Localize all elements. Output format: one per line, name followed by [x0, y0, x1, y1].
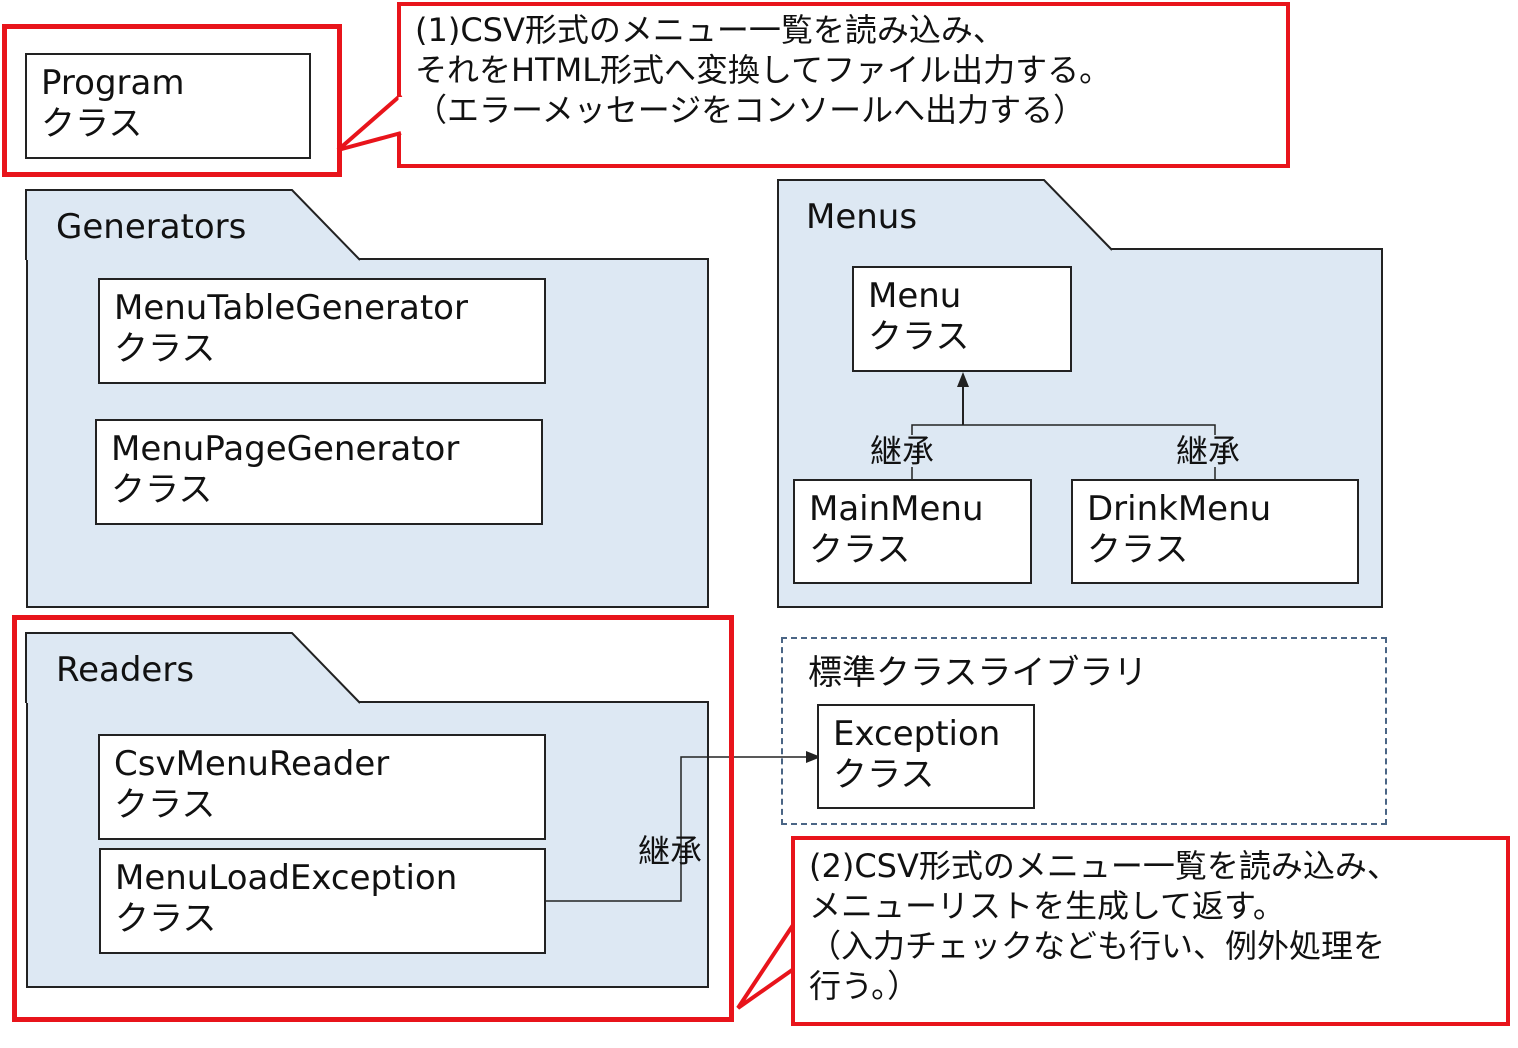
class-kind: クラス — [115, 899, 217, 939]
class-kind: クラス — [111, 470, 213, 510]
menus-package-label: Menus — [806, 197, 918, 237]
program-callout: (1)CSV形式のメニュー一覧を読み込み、 それをHTML形式へ変換してファイル… — [397, 2, 1290, 168]
csvmenureader-class: CsvMenuReader クラス — [98, 734, 546, 840]
program-class-kind: クラス — [41, 104, 143, 144]
class-name: Exception — [833, 714, 1001, 754]
program-class: Program クラス — [25, 53, 311, 159]
readers-package-tab — [25, 632, 361, 704]
class-name: MenuLoadException — [115, 858, 458, 898]
standard-library-label: 標準クラスライブラリ — [808, 653, 1148, 693]
menutablegenerator-class: MenuTableGenerator クラス — [98, 278, 546, 384]
mainmenu-class: MainMenu クラス — [793, 479, 1032, 584]
mainmenu-inherit-connector — [911, 424, 1216, 481]
generators-package-label: Generators — [56, 207, 247, 247]
menupagegenerator-class: MenuPageGenerator クラス — [95, 419, 543, 525]
generators-package-tab — [25, 189, 361, 261]
exception-class: Exception クラス — [817, 704, 1035, 809]
class-name: CsvMenuReader — [114, 744, 390, 784]
standard-library-frame — [781, 637, 1387, 825]
class-kind: クラス — [114, 329, 216, 369]
class-name: MenuPageGenerator — [111, 429, 460, 469]
readers-callout-pointer — [736, 920, 797, 1010]
program-highlight-frame — [2, 24, 342, 177]
class-name: Menu — [868, 276, 962, 316]
mainmenu-inherit-label: 継承 — [870, 432, 935, 470]
exception-inherit-arrowhead — [806, 751, 821, 763]
exception-inherit-label: 継承 — [638, 832, 703, 870]
readers-callout-line-2: メニューリストを生成して返す。 — [809, 887, 1285, 925]
class-name: MainMenu — [809, 489, 984, 529]
class-kind: クラス — [833, 755, 935, 795]
readers-callout: (2)CSV形式のメニュー一覧を読み込み、 メニューリストを生成して返す。 （入… — [791, 836, 1510, 1026]
program-callout-pointer — [336, 93, 403, 152]
drinkmenu-class: DrinkMenu クラス — [1071, 479, 1359, 584]
drinkmenu-inherit-label: 継承 — [1176, 432, 1241, 470]
readers-callout-line-4: 行う。） — [809, 967, 920, 1005]
program-callout-line-1: (1)CSV形式のメニュー一覧を読み込み、 — [415, 11, 1005, 49]
class-kind: クラス — [114, 785, 216, 825]
menuloadexception-class: MenuLoadException クラス — [99, 848, 546, 954]
class-name: MenuTableGenerator — [114, 288, 468, 328]
menus-package-tab — [777, 179, 1113, 251]
class-kind: クラス — [868, 317, 970, 357]
program-callout-line-3: （エラーメッセージをコンソールへ出力する） — [415, 91, 1086, 129]
class-kind: クラス — [809, 530, 911, 570]
readers-callout-line-3: （入力チェックなども行い、例外処理を — [809, 927, 1386, 965]
menu-inherit-arrowhead — [957, 372, 969, 387]
class-kind: クラス — [1087, 530, 1189, 570]
class-name: DrinkMenu — [1087, 489, 1272, 529]
readers-package-label: Readers — [56, 650, 195, 690]
program-callout-line-2: それをHTML形式へ変換してファイル出力する。 — [415, 51, 1112, 89]
program-class-name: Program — [41, 63, 185, 103]
readers-highlight-frame — [12, 615, 734, 1022]
readers-callout-line-1: (2)CSV形式のメニュー一覧を読み込み、 — [809, 847, 1399, 885]
menu-class: Menu クラス — [852, 266, 1072, 372]
exception-inherit-connector — [546, 756, 808, 902]
